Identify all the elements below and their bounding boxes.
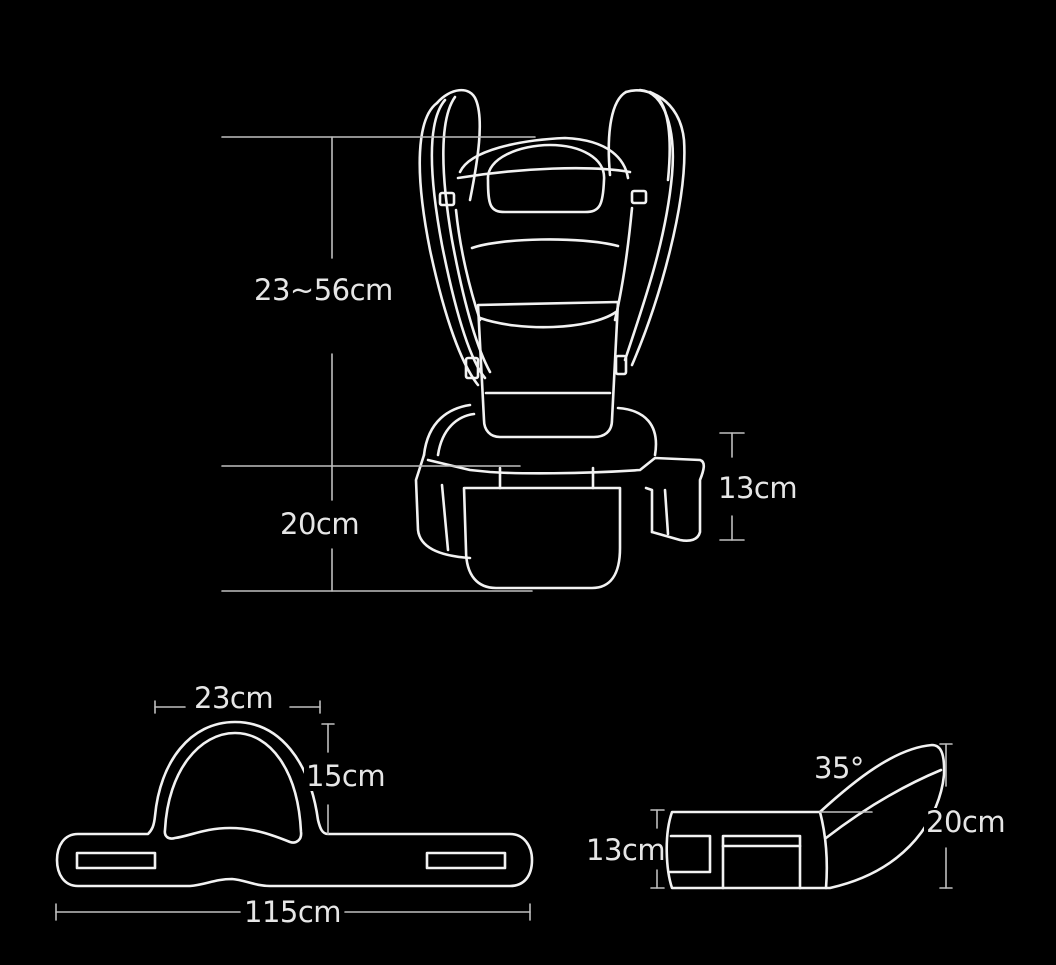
front-view-dimension-lines (221, 136, 745, 592)
side-view-seat (665, 743, 946, 890)
belt-length-label: 115cm (242, 895, 344, 929)
side-seat-height-label: 20cm (924, 805, 1008, 839)
side-pocket-height-label: 13cm (716, 471, 800, 505)
cushion-width-label: 23cm (192, 681, 276, 715)
cushion-height-label: 15cm (304, 759, 388, 793)
base-height-label: 13cm (586, 833, 666, 867)
strap-height-label: 23~56cm (252, 273, 395, 307)
waist-belt-view (55, 720, 534, 888)
seat-height-label: 20cm (278, 507, 362, 541)
angle-label: 35° (814, 751, 864, 785)
side-view-dimension-lines (650, 743, 953, 889)
waist-belt-dimension-lines (55, 700, 531, 921)
front-view-carrier (414, 88, 706, 590)
